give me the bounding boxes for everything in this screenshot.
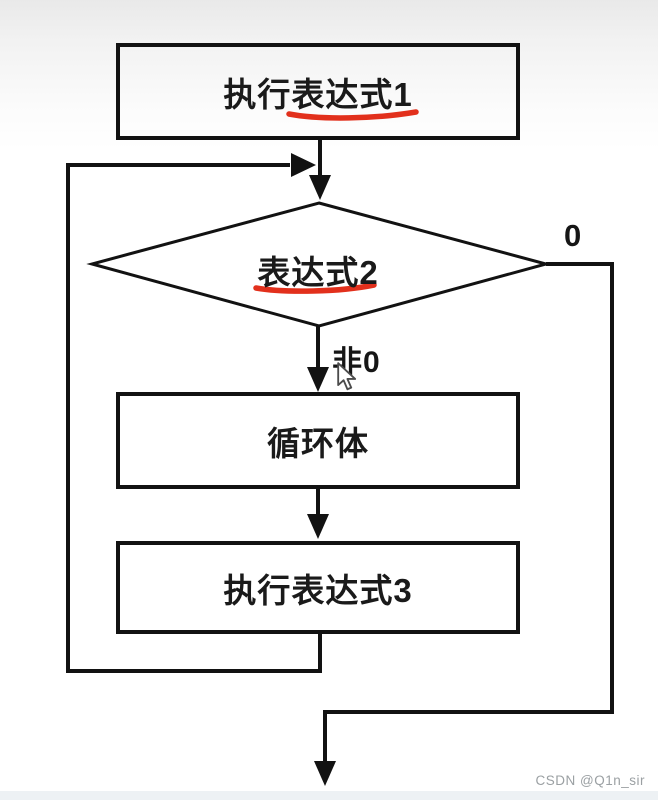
- decision-label: 表达式2: [257, 254, 379, 291]
- red-underline-expr1: [286, 109, 419, 121]
- process-box-body-label: 循环体: [267, 424, 369, 462]
- arrowhead-down-into-diamond: [309, 175, 331, 200]
- process-box-init: 执行表达式1: [116, 43, 520, 140]
- edge-update-loopback: [66, 163, 322, 673]
- arrowhead-down-into-update: [307, 514, 329, 539]
- process-box-init-label: 执行表达式1: [223, 75, 413, 113]
- edge-label-zero: 0: [564, 218, 582, 253]
- bottom-strip: [0, 791, 658, 800]
- process-box-update: 执行表达式3: [116, 541, 520, 634]
- red-underline-expr2: [253, 282, 377, 294]
- arrowhead-down-into-body: [307, 367, 329, 392]
- edge-condition-to-exit: [323, 262, 614, 762]
- mouse-cursor-icon: [337, 362, 357, 391]
- process-box-body: 循环体: [116, 392, 520, 489]
- arrowhead-right-into-junction: [291, 153, 316, 177]
- watermark: CSDN @Q1n_sir: [535, 773, 645, 788]
- arrowhead-exit: [314, 761, 336, 786]
- process-box-update-label: 执行表达式3: [223, 571, 413, 609]
